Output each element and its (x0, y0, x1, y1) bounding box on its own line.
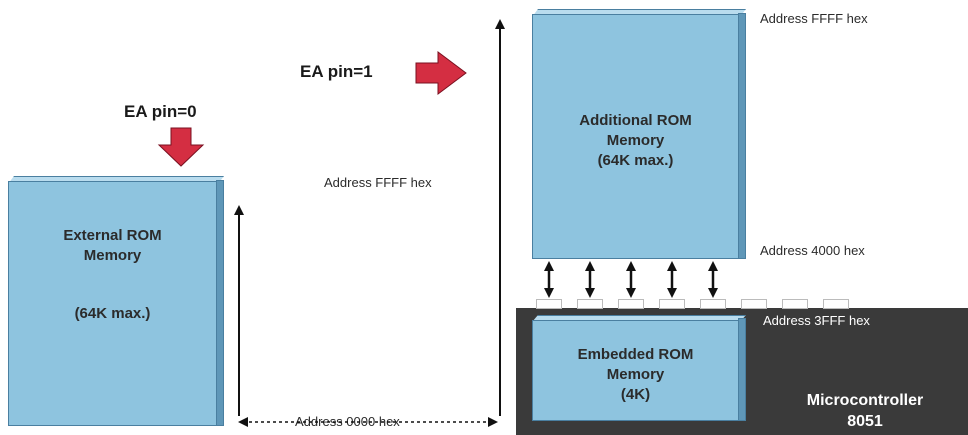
pin-6 (741, 299, 767, 309)
pin-8 (823, 299, 849, 309)
address-ffff-middle-label: Address FFFF hex (324, 175, 432, 190)
ea-pin1-arrow-icon (415, 51, 467, 95)
additional-rom-title-line1: Additional ROM (579, 112, 692, 129)
pin-7 (782, 299, 808, 309)
external-rom-title-line1: External ROM (63, 227, 162, 244)
external-rom-block: External ROM Memory (64K max.) (8, 181, 217, 426)
ea-pin0-label: EA pin=0 (124, 102, 197, 121)
microcontroller-model: 8051 (847, 413, 883, 430)
external-rom-title-line2: Memory (83, 247, 142, 264)
embedded-rom-title-line2: Memory (606, 366, 665, 383)
pin-1 (536, 299, 562, 309)
embedded-rom-capacity: (4K) (620, 386, 651, 403)
pin-4 (659, 299, 685, 309)
pin-5 (700, 299, 726, 309)
external-rom-capacity: (64K max.) (74, 305, 151, 322)
additional-rom-block: Additional ROM Memory (64K max.) (532, 14, 739, 259)
address-3fff-label: Address 3FFF hex (763, 313, 870, 328)
microcontroller-name: Microcontroller (806, 392, 924, 409)
additional-rom-capacity: (64K max.) (597, 152, 674, 169)
address-4000-label: Address 4000 hex (760, 243, 865, 258)
microcontroller-label: Microcontroller 8051 (770, 390, 960, 432)
pin-2 (577, 299, 603, 309)
pin-3 (618, 299, 644, 309)
address-ffff-top-label: Address FFFF hex (760, 11, 868, 26)
embedded-rom-block: Embedded ROM Memory (4K) (532, 320, 739, 421)
ea-pin1-label: EA pin=1 (300, 62, 373, 81)
ea-pin0-arrow-icon (157, 127, 205, 167)
embedded-rom-title-line1: Embedded ROM (577, 346, 694, 363)
additional-rom-title-line2: Memory (606, 132, 665, 149)
